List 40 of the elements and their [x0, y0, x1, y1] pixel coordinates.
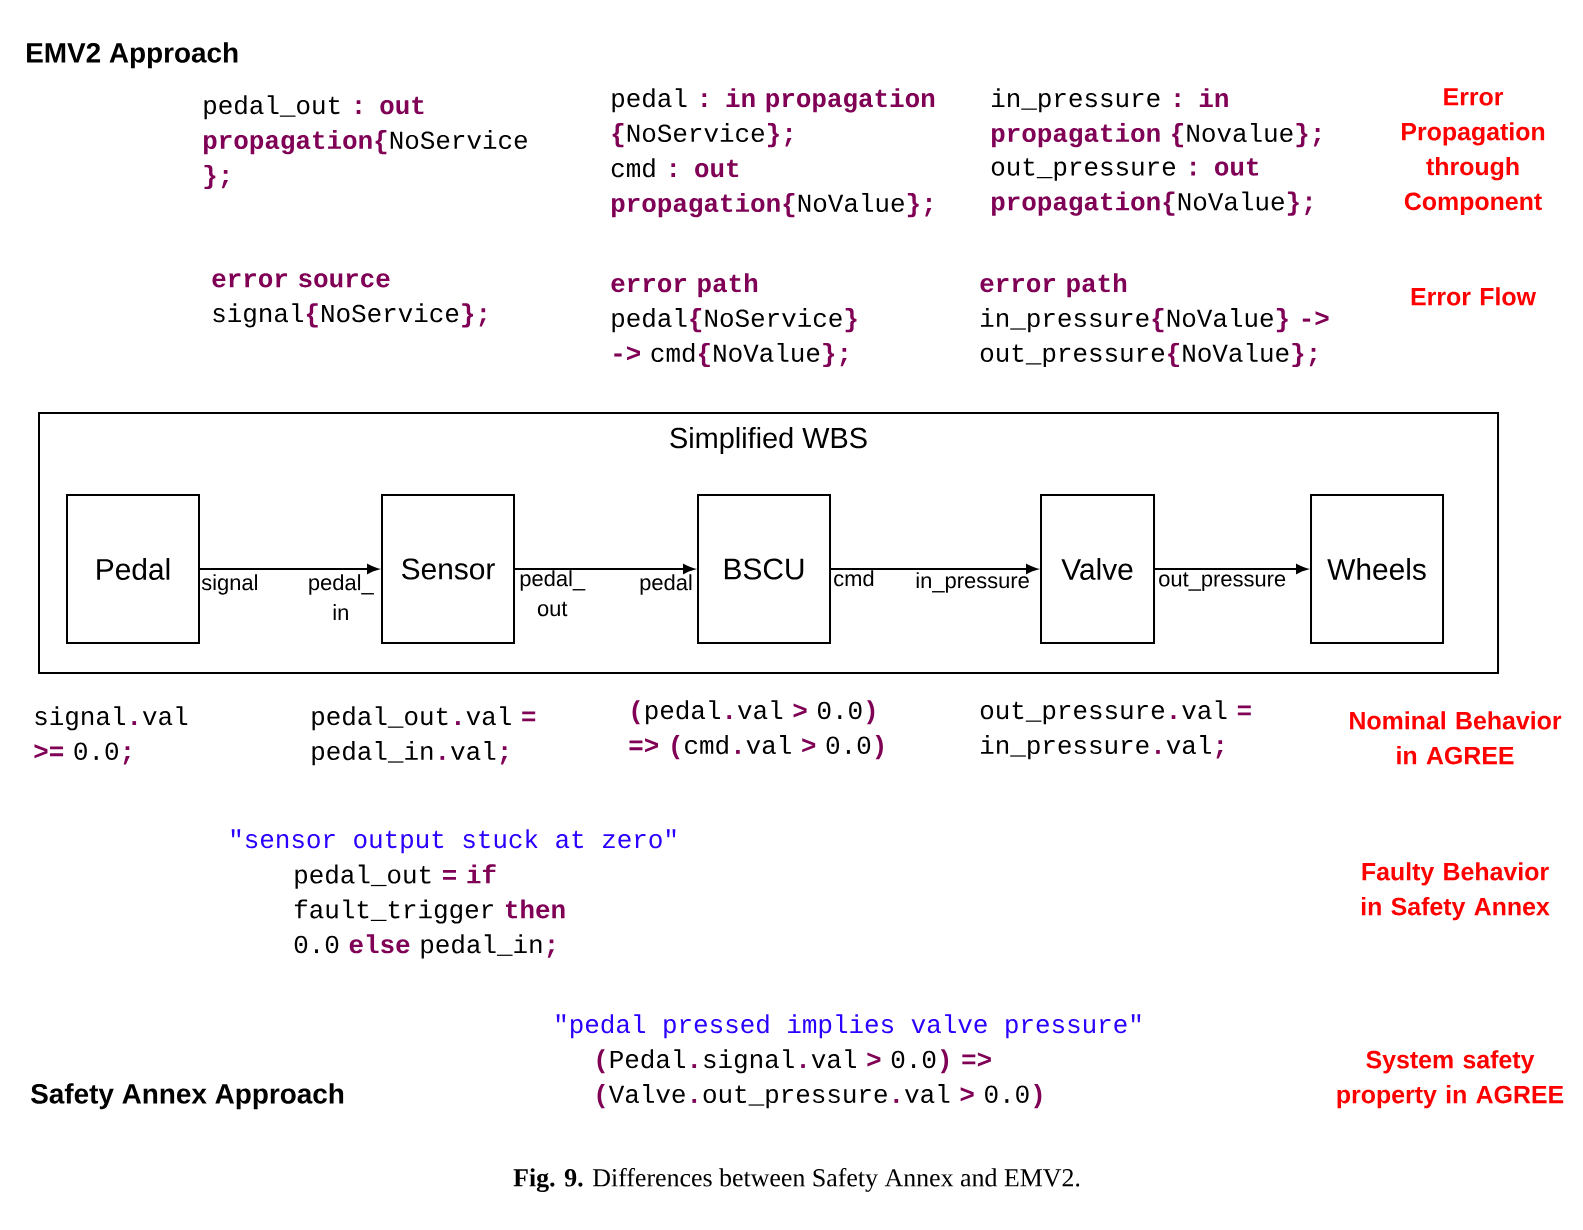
code-text: (pedal.val > 0.0) => (cmd.val > 0.0) [629, 700, 883, 760]
code-text: error path pedal{NoService} -> cmd{NoValue}; [611, 273, 857, 368]
code-text: pedal_out.val = pedal_in.val; [312, 706, 536, 766]
component-box: Pedal [66, 494, 200, 644]
code-text: signal.val >= 0.0; [34, 706, 188, 765]
port-label: cmd [834, 570, 874, 587]
arrow [1154, 564, 1308, 574]
heading: EMV2 Approach [27, 42, 238, 69]
component-box: BSCU [697, 494, 831, 644]
code-text: out_pressure.val = in_pressure.val; [980, 700, 1251, 760]
code-text: pedal : in propagation {NoService}; [612, 88, 935, 148]
port-label: in_pressure [916, 572, 1029, 593]
code-text: (Pedal.signal.val > 0.0) => (Valve.out_pressure.val > 0.0) [597, 1049, 1042, 1109]
heading: Safety Annex Approach [31, 1083, 344, 1110]
port-label: pedal [640, 574, 692, 595]
component-box: Valve [1040, 494, 1155, 644]
annotation-text: Faulty Behavior in Safety Annex [1361, 862, 1550, 921]
arrow [514, 564, 695, 574]
code-text: pedal_out = if fault_trigger then 0.0 else pedal_in; [294, 864, 565, 959]
caption: Fig. 9. Differences between Safety Annex and EMV2. [513, 1168, 1080, 1192]
code-text: in_pressure : in propagation {Novalue}; [992, 88, 1320, 148]
arrow [830, 564, 1038, 574]
code-text: cmd : out propagation{NoValue}; [611, 158, 932, 218]
port-label: pedal_ in [309, 574, 374, 620]
annotation-text: Error Propagation through Component [1402, 88, 1545, 216]
component-box: Sensor [381, 494, 515, 644]
code-comment: "pedal pressed implies valve pressure" [556, 1014, 1141, 1039]
annotation-text: Nominal Behavior in AGREE [1350, 711, 1562, 765]
code-text: out_pressure : out propagation{NoValue}; [991, 158, 1312, 216]
arrow [199, 564, 379, 574]
code-text: error path in_pressure{NoValue} -> out_pressure{NoValue}; [980, 273, 1329, 368]
code-text: error source signal{NoService}; [212, 273, 486, 328]
code-comment: "sensor output stuck at zero" [231, 829, 676, 854]
annotation-text: System safety property in AGREE [1337, 1050, 1564, 1109]
port-label: signal [201, 574, 257, 595]
port-label: out_pressure [1159, 572, 1286, 591]
component-box: Wheels [1310, 494, 1444, 644]
port-label: pedal_ out [520, 570, 586, 617]
code-text: pedal_out : out propagation{NoService }; [203, 95, 527, 190]
annotation-text: Error Flow [1411, 287, 1537, 306]
